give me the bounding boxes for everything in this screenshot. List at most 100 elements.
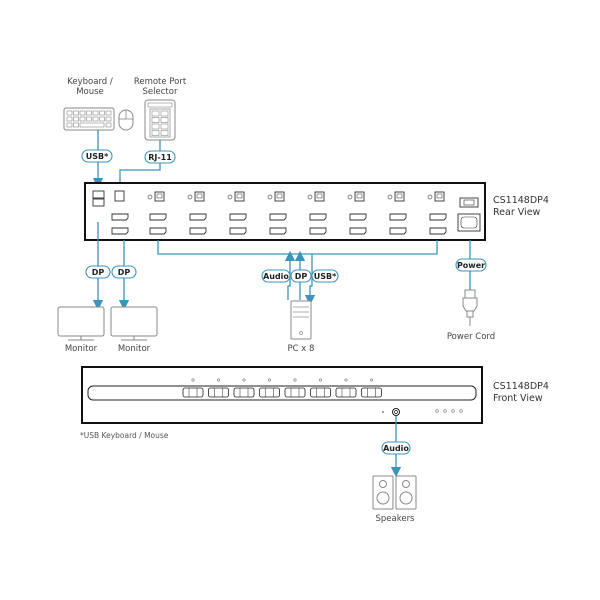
pc-port-group-8 [427,191,447,235]
rj11-port [114,190,125,202]
pc-dp-badge: DP [290,269,312,283]
key [66,110,73,116]
speakers-icon [372,475,417,510]
dp-port [229,227,247,235]
dp-port [349,213,367,221]
dp-port [309,227,327,235]
key [92,116,99,122]
key [99,116,105,122]
port-button-1[interactable] [182,387,204,398]
usb-b-port [434,191,445,202]
rear-view-label: Rear View [493,207,541,218]
key [105,110,112,116]
spacebar [79,122,105,128]
audio-port [347,194,353,200]
pc-port-group-5 [307,191,327,235]
rps-button [151,123,160,130]
remote-port-label-2: Selector [143,87,178,97]
mouse-icon [118,109,134,131]
dp-port [349,227,367,235]
status-leds [435,409,463,413]
pc-bus-cable [157,240,438,255]
key [105,116,112,122]
audio-port [267,194,273,200]
power-connector-badge: Power [455,258,487,272]
port-button-4[interactable] [259,387,280,398]
remote-port-label: Remote Port [134,77,187,87]
usb-b-port [314,191,325,202]
svg-text:Power: Power [457,261,485,270]
audio-port [147,194,153,200]
monitor-icon-1 [57,306,105,341]
key [66,116,73,122]
usb-b-port [154,191,165,202]
dp-port [149,227,167,235]
port-button-8[interactable] [361,387,382,398]
key [79,110,86,116]
rps-button [151,110,160,117]
led-dot [382,411,384,413]
monitor-label-2: Monitor [118,344,151,354]
power-cord-label: Power Cord [447,332,495,342]
usb-b-port [394,191,405,202]
dp-port [189,227,207,235]
usb-b-port [354,191,365,202]
footnote: *USB Keyboard / Mouse [80,431,169,440]
pc-label: PC x 8 [288,344,315,354]
monitor-label-1: Monitor [65,344,98,354]
audio-port [387,194,393,200]
key [79,116,86,122]
rear-model-label: CS1148DP4 [493,195,549,206]
pc-port-group-2 [187,191,207,235]
port-led [344,378,348,382]
pc-tower-icon [290,300,312,340]
key [99,110,105,116]
key [73,110,79,116]
port-button-2[interactable] [208,387,229,398]
key [86,110,92,116]
port-led [217,378,221,382]
pc-port-groups [147,191,447,235]
rps-button [160,110,169,117]
port-led [318,378,322,382]
audio-port [187,194,193,200]
svg-text:Audio: Audio [383,444,409,453]
dp-port [269,227,287,235]
port-led [242,378,246,382]
dp-port [429,213,447,221]
svg-text:RJ-11: RJ-11 [148,153,172,162]
pc-port-group-1 [147,191,167,235]
port-selection-buttons [182,378,382,398]
port-led [191,378,195,382]
front-view-label: Front View [493,393,543,404]
port-button-3[interactable] [233,387,255,398]
keyboard-mouse-label-2: Mouse [76,87,104,97]
keyboard-mouse-label: Keyboard / [67,77,113,87]
dp-connector-badge-2: DP [111,265,137,279]
svg-text:USB*: USB* [86,152,109,161]
port-button-5[interactable] [284,387,306,398]
dp-port [429,227,447,235]
rps-button [160,130,169,136]
rps-button [151,117,160,123]
console-dp-ports [111,213,129,235]
pc-port-group-6 [347,191,367,235]
usb-b-port [274,191,285,202]
port-led [293,378,297,382]
power-socket [457,213,481,232]
dp-connector-badge-1: DP [85,265,111,279]
rj11-connector-badge: RJ-11 [144,150,176,164]
key [105,122,112,128]
audio-port [307,194,313,200]
port-button-7[interactable] [335,387,357,398]
key [73,116,79,122]
speaker-audio-badge: Audio [381,441,411,455]
key [92,110,99,116]
port-button-6[interactable] [310,387,331,398]
svg-text:DP: DP [118,268,131,277]
pc-port-group-4 [267,191,287,235]
console-usb-ports [92,190,105,207]
audio-jack-icon [392,408,400,416]
pc-port-group-7 [387,191,407,235]
